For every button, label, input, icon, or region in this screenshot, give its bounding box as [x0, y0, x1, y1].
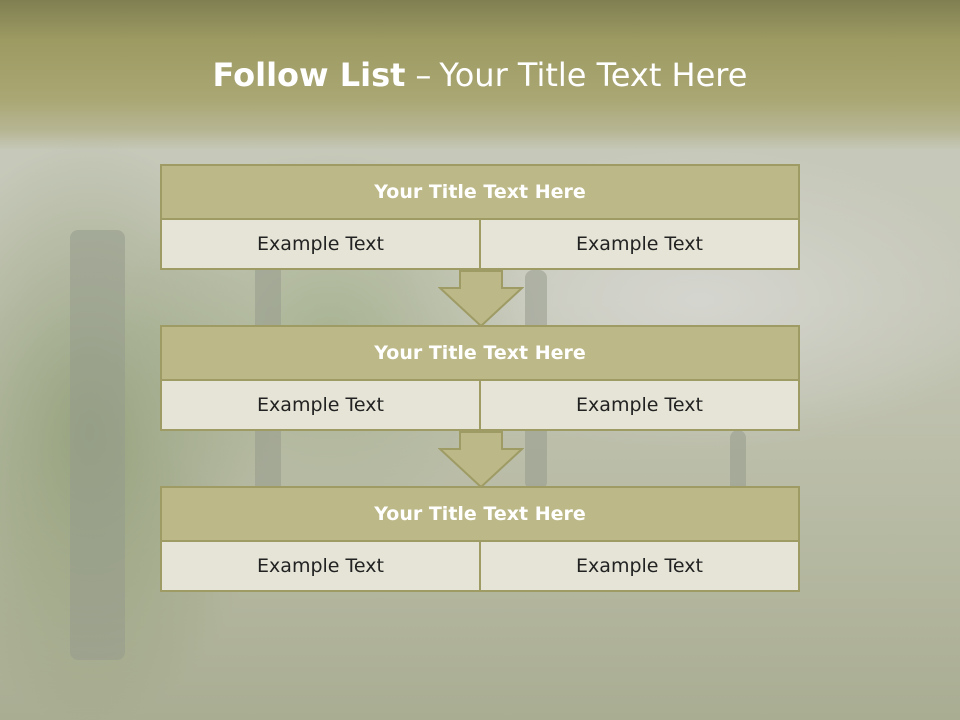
down-arrow-icon — [438, 270, 524, 328]
down-arrow-icon — [438, 431, 524, 489]
block-row: Example Text Example Text — [160, 220, 800, 270]
block-cell-right: Example Text — [479, 542, 800, 592]
header-band — [0, 0, 960, 150]
block-cell-left: Example Text — [160, 220, 481, 270]
block-title: Your Title Text Here — [160, 164, 800, 220]
block-row: Example Text Example Text — [160, 542, 800, 592]
block-cell-left: Example Text — [160, 542, 481, 592]
list-block-1: Your Title Text Here Example Text Exampl… — [160, 164, 800, 270]
block-cell-right: Example Text — [479, 220, 800, 270]
list-block-2: Your Title Text Here Example Text Exampl… — [160, 325, 800, 431]
title-rest: Your Title Text Here — [439, 56, 748, 94]
list-block-3: Your Title Text Here Example Text Exampl… — [160, 486, 800, 592]
title-separator: – — [415, 56, 432, 94]
block-row: Example Text Example Text — [160, 381, 800, 431]
block-cell-left: Example Text — [160, 381, 481, 431]
title-bold: Follow List — [212, 56, 406, 94]
block-cell-right: Example Text — [479, 381, 800, 431]
block-title: Your Title Text Here — [160, 325, 800, 381]
slide-title: Follow List–Your Title Text Here — [0, 56, 960, 94]
block-title: Your Title Text Here — [160, 486, 800, 542]
